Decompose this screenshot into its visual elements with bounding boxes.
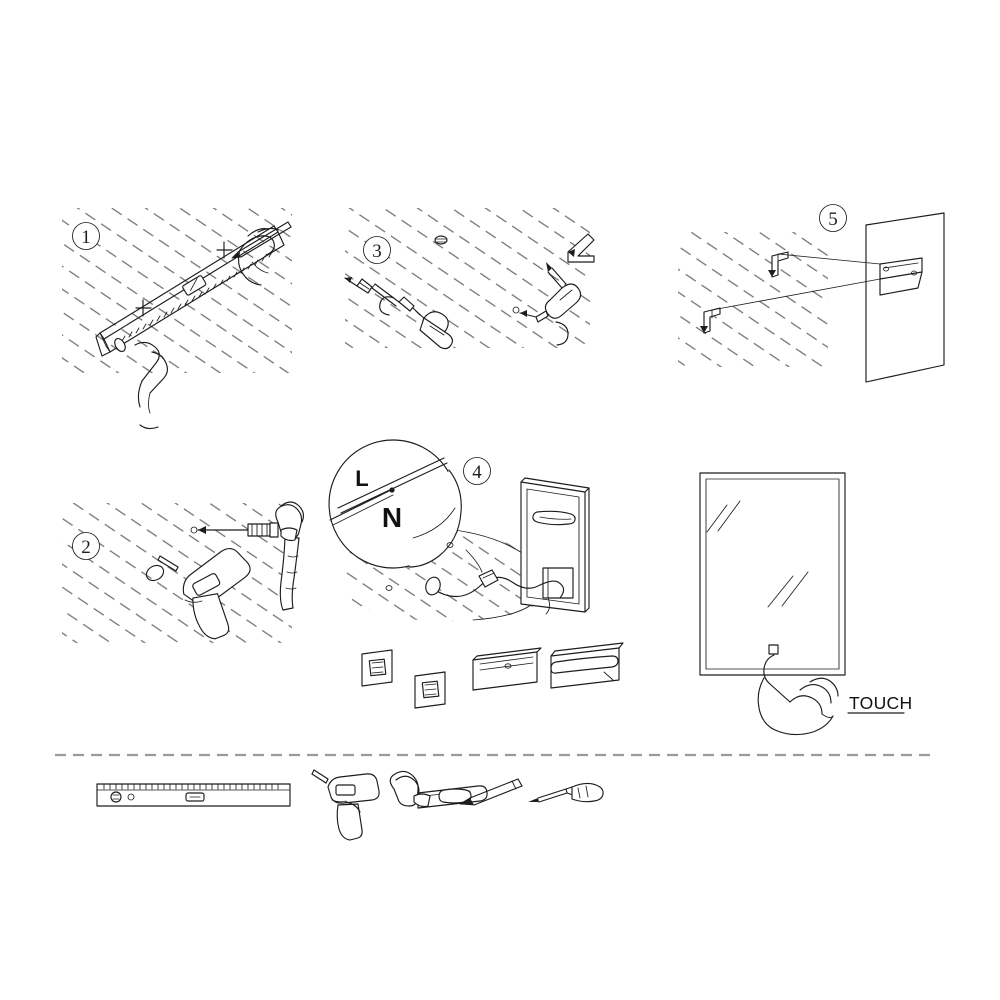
wall-hatch-step-3 [345, 208, 590, 348]
mirror-panel-perspective [865, 212, 945, 383]
tool-power-drill [311, 769, 380, 841]
wall-hook-lower [700, 307, 721, 334]
screw-head-top [434, 235, 448, 245]
mounting-rail-bracket-2 [550, 642, 624, 689]
step-badge-2 [72, 532, 100, 560]
live-wire-label: L [355, 466, 368, 491]
step-number-4: 4 [472, 462, 482, 483]
tool-pencil [459, 778, 523, 806]
finished-mirror-illustration: TOUCH [699, 472, 912, 736]
step-number-5: 5 [828, 209, 838, 230]
junction-box [542, 567, 574, 599]
step-4-illustration: L N [328, 439, 590, 622]
step-number-1: 1 [81, 227, 91, 248]
tool-screwdriver [528, 782, 604, 803]
power-cable [425, 549, 565, 615]
claw-hammer-tool [275, 501, 305, 611]
hand-steadying [134, 341, 169, 430]
hook-bracket-top [567, 233, 595, 263]
wall-hatch-step-1 [62, 208, 292, 373]
wall-anchor-plate-2 [414, 671, 446, 709]
step-badge-1 [72, 222, 100, 250]
step-number-2: 2 [81, 537, 91, 558]
step-badge-4 [463, 457, 491, 485]
level-bubble-vial [182, 275, 207, 296]
wall-fixing-point-1 [446, 542, 454, 548]
hand-marking [237, 227, 280, 286]
touch-sensor-square [768, 644, 779, 655]
tool-claw-hammer [389, 770, 488, 809]
screwdriver-left [344, 277, 454, 350]
neutral-wire-label: N [382, 502, 402, 533]
mirror-reflection-streaks [706, 500, 809, 608]
wall-anchor-and-hammer [190, 501, 305, 611]
spirit-level-tool [95, 225, 285, 357]
step-badge-3 [363, 236, 391, 264]
pointing-hand [757, 654, 839, 736]
tool-spirit-level [96, 783, 291, 807]
step-1-illustration: 1 [62, 208, 292, 430]
hardware-parts-row [361, 642, 624, 709]
power-drill-tool [145, 548, 251, 640]
mounting-rail-bracket-1 [472, 647, 542, 691]
wall-hatch-step-5 [678, 232, 828, 367]
screwdriver-right [512, 262, 582, 346]
step-2-illustration: 2 [62, 501, 305, 643]
step-number-3: 3 [372, 241, 382, 262]
wall-anchor [247, 522, 279, 538]
wall-fixing-point-2 [385, 585, 393, 591]
panel-bracket-slot [532, 510, 576, 526]
required-tools-row [96, 769, 604, 841]
mirror-rear-panel [520, 477, 590, 613]
step-badge-5 [819, 204, 847, 232]
wall-anchor-plate-1 [361, 649, 393, 687]
touch-label: TOUCH [849, 693, 912, 713]
wiring-callout-balloon: L N [328, 439, 462, 569]
pencil-marks [135, 241, 233, 317]
alignment-projection-lines [711, 253, 881, 319]
cable-connector [478, 569, 499, 588]
mirror-frame-inner [705, 478, 840, 670]
cable-grommet [425, 576, 441, 596]
step-3-illustration: 3 [344, 208, 595, 350]
step-5-illustration: 5 [678, 204, 945, 383]
